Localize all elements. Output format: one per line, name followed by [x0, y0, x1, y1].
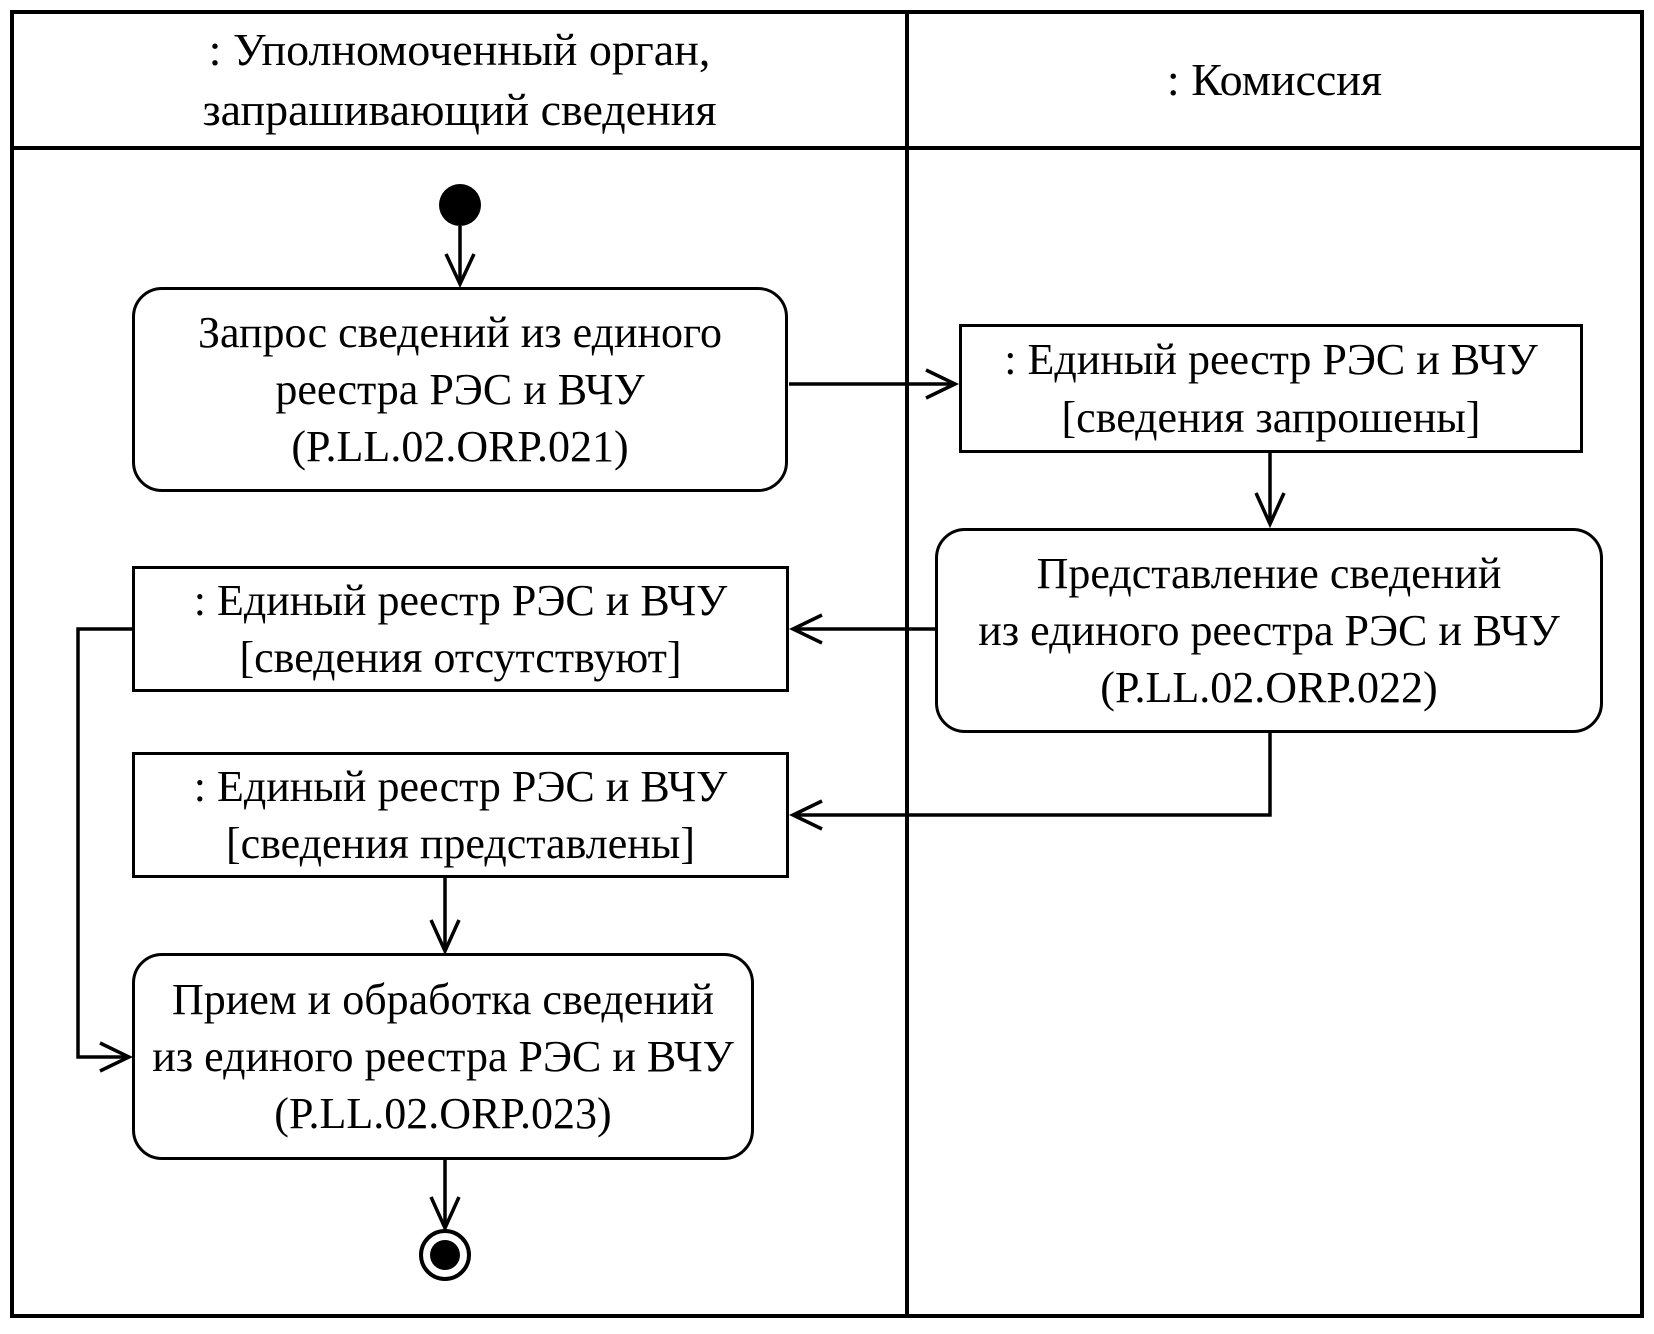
action-node-present-registry-info: Представление сведений из единого реестр…	[935, 528, 1603, 733]
object-node-registry-info-presented: : Единый реестр РЭС и ВЧУ [сведения пред…	[132, 752, 789, 878]
object-node-registry-info-absent: : Единый реестр РЭС и ВЧУ [сведения отсу…	[132, 566, 789, 692]
lane-header-separator	[10, 146, 1644, 150]
swimlane-divider	[905, 10, 909, 1318]
lane-title-authorized-body: : Уполномоченный орган, запрашивающий св…	[202, 24, 717, 135]
lane-title-commission: : Комиссия	[1166, 54, 1383, 106]
action-node-request-registry-info: Запрос сведений из единого реестра РЭС и…	[132, 287, 788, 492]
action-node-receive-process-registry-info: Прием и обработка сведений из единого ре…	[132, 953, 754, 1160]
object-node-registry-info-requested: : Единый реестр РЭС и ВЧУ [сведения запр…	[959, 324, 1583, 453]
diagram-frame	[10, 10, 1644, 1318]
